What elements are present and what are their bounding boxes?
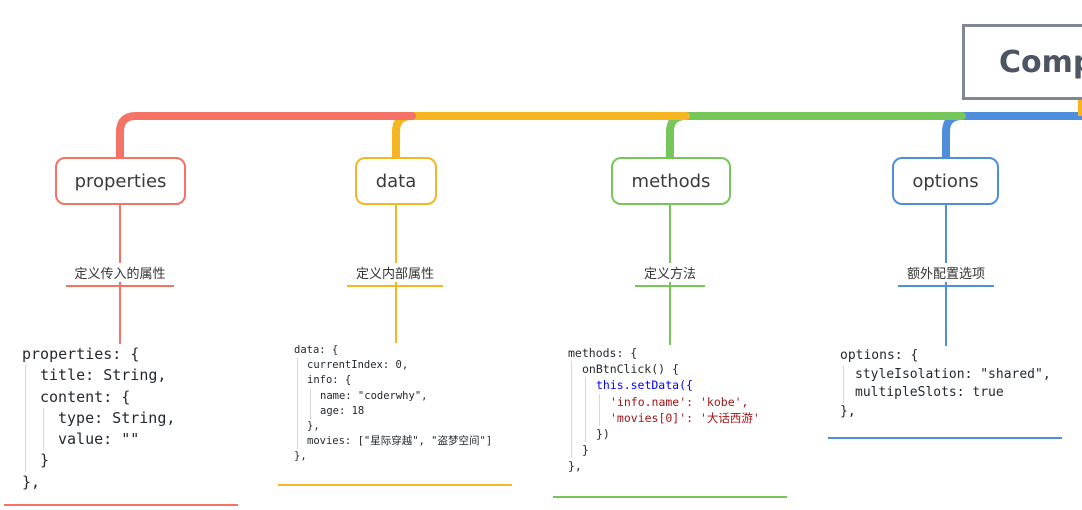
code-line: },: [294, 450, 307, 463]
code-line: 'movies[0]': '大话西游': [568, 409, 783, 427]
code-line: }: [22, 450, 234, 472]
code-line: methods: {: [568, 346, 638, 360]
code-line: 'info.name': 'kobe',: [568, 393, 783, 410]
properties-desc: 定义传入的属性: [66, 263, 174, 282]
methods-connector: [666, 112, 966, 162]
data-desc: 定义内部属性: [347, 263, 443, 282]
code-line: multipleSlots: true: [840, 384, 1062, 403]
code-line: currentIndex: 0,: [294, 358, 509, 374]
branch-methods: methods: [611, 157, 731, 205]
code-line: },: [22, 472, 41, 491]
code-line: options: {: [840, 348, 919, 363]
code-line: info: {: [294, 373, 509, 389]
data-connector: [392, 112, 690, 162]
properties-connector: [116, 112, 416, 162]
code-line: },: [294, 419, 509, 435]
options-connector: [942, 112, 1082, 162]
code-line: name: "coderwhy",: [294, 388, 509, 404]
options-desc: 额外配置选项: [898, 263, 994, 282]
code-line: },: [568, 459, 582, 474]
branch-options: options: [892, 157, 999, 205]
code-line: age: 18: [294, 403, 509, 420]
code-line: onBtnClick() {: [568, 361, 783, 378]
data-code: data: { currentIndex: 0,info: {name: "cod…: [294, 343, 509, 473]
code-line: data: {: [294, 344, 339, 356]
branch-data: data: [355, 157, 437, 205]
code-line: value: "": [22, 429, 234, 451]
code-line: content: {: [22, 386, 234, 408]
properties-code: properties: { title: String,content: {typ…: [22, 344, 234, 494]
code-line: }: [568, 442, 783, 459]
code-line: this.setData({: [568, 377, 783, 394]
code-line: properties: {: [22, 345, 140, 363]
branch-properties: properties: [55, 157, 186, 205]
methods-desc: 定义方法: [635, 263, 705, 282]
options-code: options: { styleIsolation: "shared",multi…: [840, 347, 1062, 427]
methods-code: methods: {onBtnClick() {this.setData({'i…: [568, 345, 783, 485]
code-line: type: String,: [22, 407, 234, 430]
code-line: },: [840, 403, 856, 419]
code-line: movies: ["星际穿越", "盗梦空间"]: [294, 434, 509, 450]
code-line: }): [568, 426, 783, 443]
code-line: title: String,: [22, 365, 234, 387]
code-line: styleIsolation: "shared",: [840, 365, 1062, 384]
